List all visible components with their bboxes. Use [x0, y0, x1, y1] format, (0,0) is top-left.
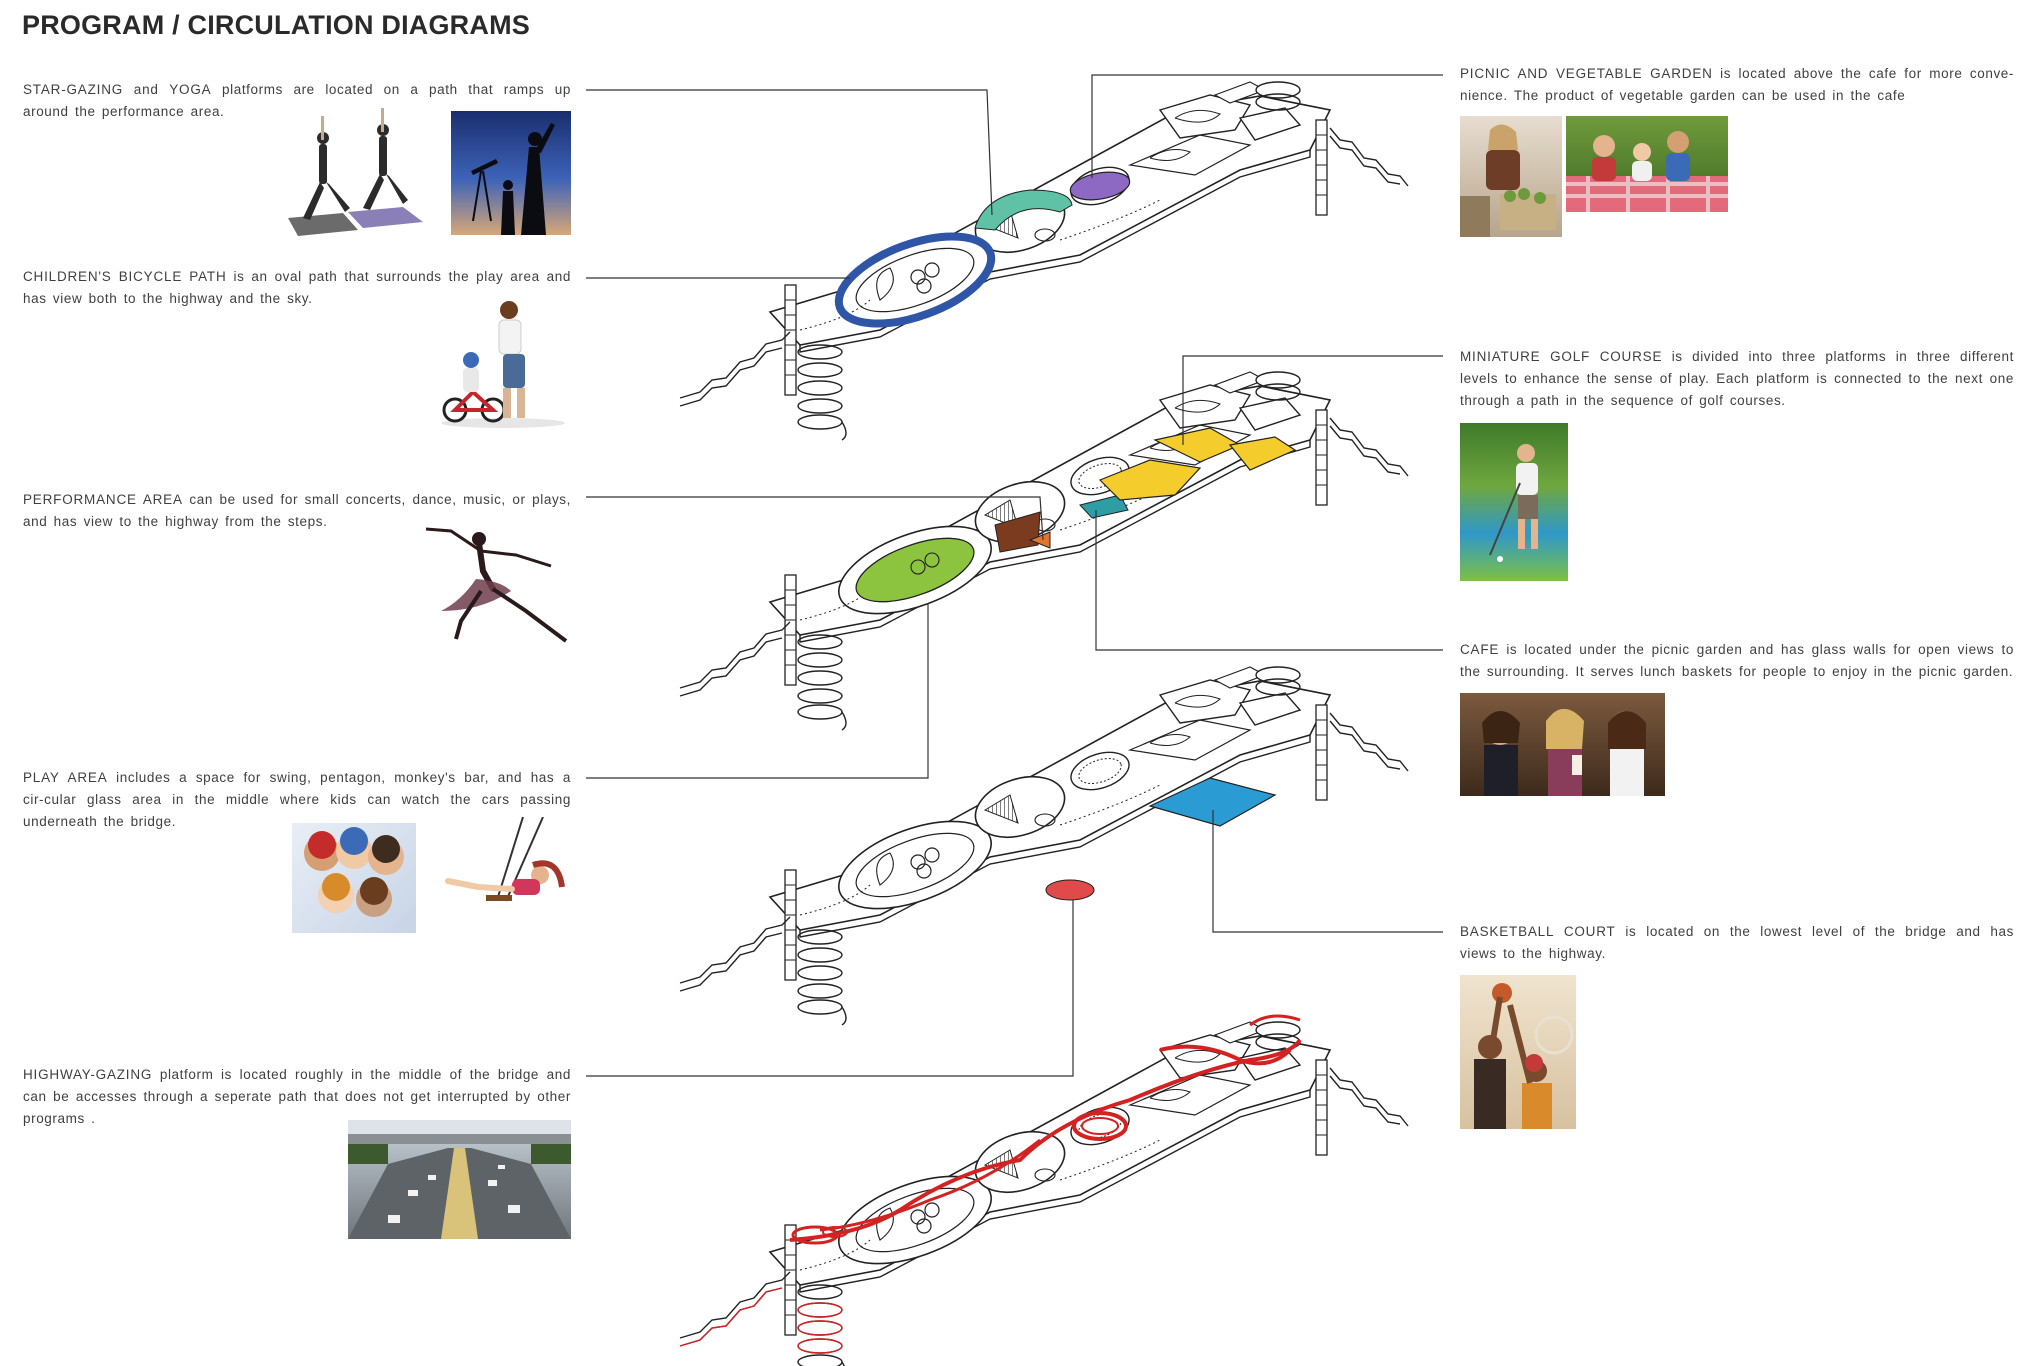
vegetable-garden-highlight — [1069, 171, 1131, 201]
play-area-text: includes a space for swing, pentagon, mo… — [23, 770, 571, 829]
highway-photo — [348, 1120, 571, 1239]
performance-area-keyword: PERFORMANCE AREA — [23, 492, 183, 507]
basketball-court-description: BASKETBALL COURT is located on the lowes… — [1460, 921, 2014, 965]
performance-area-text: can be used for small concerts, dance, m… — [23, 492, 571, 529]
highway-gazing-text: platform is located roughly in the middl… — [23, 1067, 571, 1126]
bicycle-path-keyword: CHILDREN'S BICYCLE PATH — [23, 269, 227, 284]
bridge-level-4 — [679, 1014, 1409, 1366]
picnic-garden-text: is located above the cafe for more conve… — [1460, 66, 2014, 103]
performance-stage-highlight — [1028, 531, 1051, 549]
vegetable-garden-photo — [1460, 116, 1562, 237]
play-area-description: PLAY AREA includes a space for swing, pe… — [23, 767, 571, 833]
bicycle-path-text: is an oval path that surrounds the play … — [23, 269, 571, 306]
play-area-highlight — [855, 537, 975, 603]
cafe-photo — [1460, 693, 1665, 796]
golf-course-keyword: MINIATURE GOLF COURSE — [1460, 349, 1663, 364]
swing-photo — [428, 817, 571, 933]
golf-course-description: MINIATURE GOLF COURSE is divided into th… — [1460, 346, 2014, 412]
picnic-garden-description: PICNIC AND VEGETABLE GARDEN is located a… — [1460, 63, 2014, 107]
stargazing-photo — [451, 111, 571, 235]
highway-gazing-keyword: HIGHWAY-GAZING — [23, 1067, 153, 1082]
star-path-highlight — [974, 189, 1073, 231]
star-gazing-description: STAR-GAZING and YOGA platforms are locat… — [23, 79, 571, 123]
highway-gazing-highlight — [1045, 879, 1095, 901]
leader-picnic — [1091, 74, 1443, 178]
leader-basketball — [1212, 810, 1443, 933]
basketball-court-keyword: BASKETBALL COURT — [1460, 924, 1616, 939]
performance-area-description: PERFORMANCE AREA can be used for small c… — [23, 489, 571, 533]
cafe-text: is located under the picnic garden and h… — [1460, 642, 2014, 679]
basketball-court-text: is located on the lowest level of the br… — [1460, 924, 2015, 961]
golf-platform-3 — [1228, 436, 1297, 471]
page-title: PROGRAM / CIRCULATION DIAGRAMS — [22, 10, 530, 40]
picnic-garden-keyword: PICNIC AND VEGETABLE GARDEN — [1460, 66, 1713, 81]
basketball-court-highlight — [1148, 777, 1277, 827]
bridge-level-1 — [679, 81, 1409, 441]
yoga-photo — [283, 108, 429, 238]
leader-star-gazing — [586, 89, 993, 216]
play-area-keyword: PLAY AREA — [23, 770, 108, 785]
performance-steps-highlight — [994, 511, 1041, 553]
leader-cafe — [1095, 510, 1443, 651]
basketball-photo — [1460, 975, 1576, 1129]
bicycle-path-highlight — [834, 232, 996, 328]
golf-photo — [1460, 423, 1568, 581]
star-gazing-keyword: STAR-GAZING and YOGA — [23, 82, 212, 97]
bridge-level-2 — [679, 371, 1409, 731]
leader-highway-gazing — [586, 900, 1074, 1077]
bridge-level-3 — [679, 666, 1409, 1026]
leader-golf — [1182, 355, 1443, 445]
cafe-highlight — [1079, 494, 1129, 519]
circulation-path-secondary — [819, 1138, 1041, 1232]
golf-platform-1 — [1098, 459, 1202, 501]
leader-performance — [586, 496, 1044, 541]
picnic-photo — [1566, 116, 1728, 212]
star-gazing-text: platforms are located on a path that ram… — [23, 82, 571, 119]
leader-play-area — [586, 603, 929, 779]
cafe-description: CAFE is located under the picnic garden … — [1460, 639, 2014, 683]
golf-course-text: is divided into three platforms in three… — [1460, 349, 2014, 408]
highway-gazing-description: HIGHWAY-GAZING platform is located rough… — [23, 1064, 571, 1130]
dancer-photo — [421, 521, 571, 646]
children-photo — [292, 823, 416, 933]
leader-lines — [586, 74, 1443, 1077]
cafe-keyword: CAFE — [1460, 642, 1500, 657]
bicycle-photo — [433, 298, 571, 430]
bicycle-path-description: CHILDREN'S BICYCLE PATH is an oval path … — [23, 266, 571, 310]
